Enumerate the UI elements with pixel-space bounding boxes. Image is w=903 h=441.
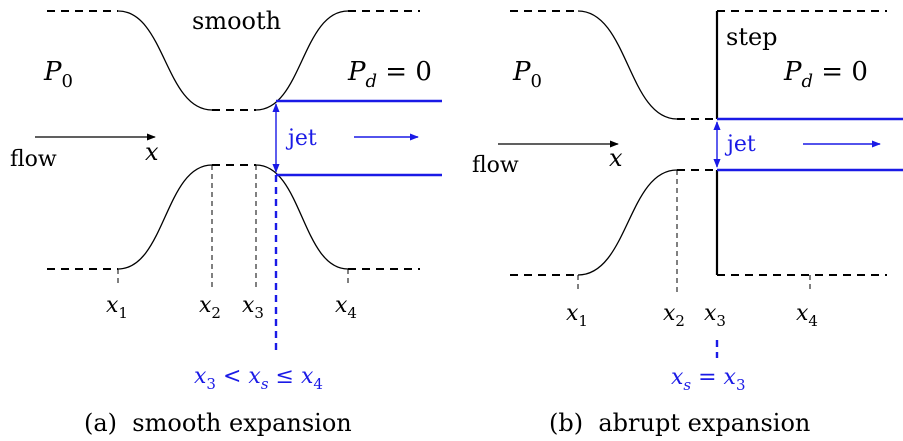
- panel-b-station-x1: x1: [566, 301, 588, 330]
- panel-b-separation-condition: xs = x3: [671, 365, 746, 394]
- panel-b-station-x3: x3: [704, 301, 726, 330]
- panel-a-station-x4: x4: [335, 293, 357, 322]
- panel-a-upstream-pressure: P0: [43, 57, 73, 92]
- panel-b-wall-label: step: [726, 23, 778, 51]
- panel-a-jet-label: jet: [285, 126, 317, 151]
- panel-a-axis-label: x: [145, 138, 159, 166]
- panel-b-axis-label: x: [609, 144, 623, 172]
- panel-b-station-x2: x2: [663, 301, 685, 330]
- panel-b-station-x4: x4: [796, 301, 818, 330]
- panel-a-station-x3: x3: [242, 293, 264, 322]
- panel-b-caption: (b) abrupt expansion: [549, 409, 810, 437]
- panel-a-station-x1: x1: [106, 293, 128, 322]
- panel-a-separation-condition: x3 < xs ≤ x4: [194, 364, 323, 393]
- panel-b-lower-wall-contraction: [577, 169, 678, 276]
- panel-b-upper-wall-contraction: [577, 10, 678, 120]
- panel-a-caption: (a) smooth expansion: [84, 409, 352, 437]
- panel-b-downstream-pressure: Pd = 0: [783, 57, 868, 92]
- panel-b-upstream-pressure: P0: [512, 57, 542, 92]
- panel-a-lower-wall-contraction: [117, 164, 213, 270]
- panel-a-downstream-pressure: Pd = 0: [347, 57, 432, 92]
- panel-a-lower-wall-expansion: [255, 164, 349, 270]
- panel-a-flow-label: flow: [10, 147, 57, 172]
- panel-a-wall-label: smooth: [192, 7, 281, 35]
- panel-a-smooth-expansion: smooth P0 Pd = 0 jet flow x x1 x2 x3 x4 …: [10, 7, 442, 437]
- panel-b-abrupt-expansion: step P0 Pd = 0 jet flow x x1 x2 x3 x4 xs…: [472, 10, 903, 437]
- panel-b-flow-label: flow: [472, 153, 519, 178]
- panel-b-jet-label: jet: [724, 132, 756, 157]
- panel-a-upper-wall-expansion: [255, 10, 349, 111]
- panel-a-upper-wall-contraction: [117, 10, 213, 111]
- panel-a-station-x2: x2: [199, 293, 221, 322]
